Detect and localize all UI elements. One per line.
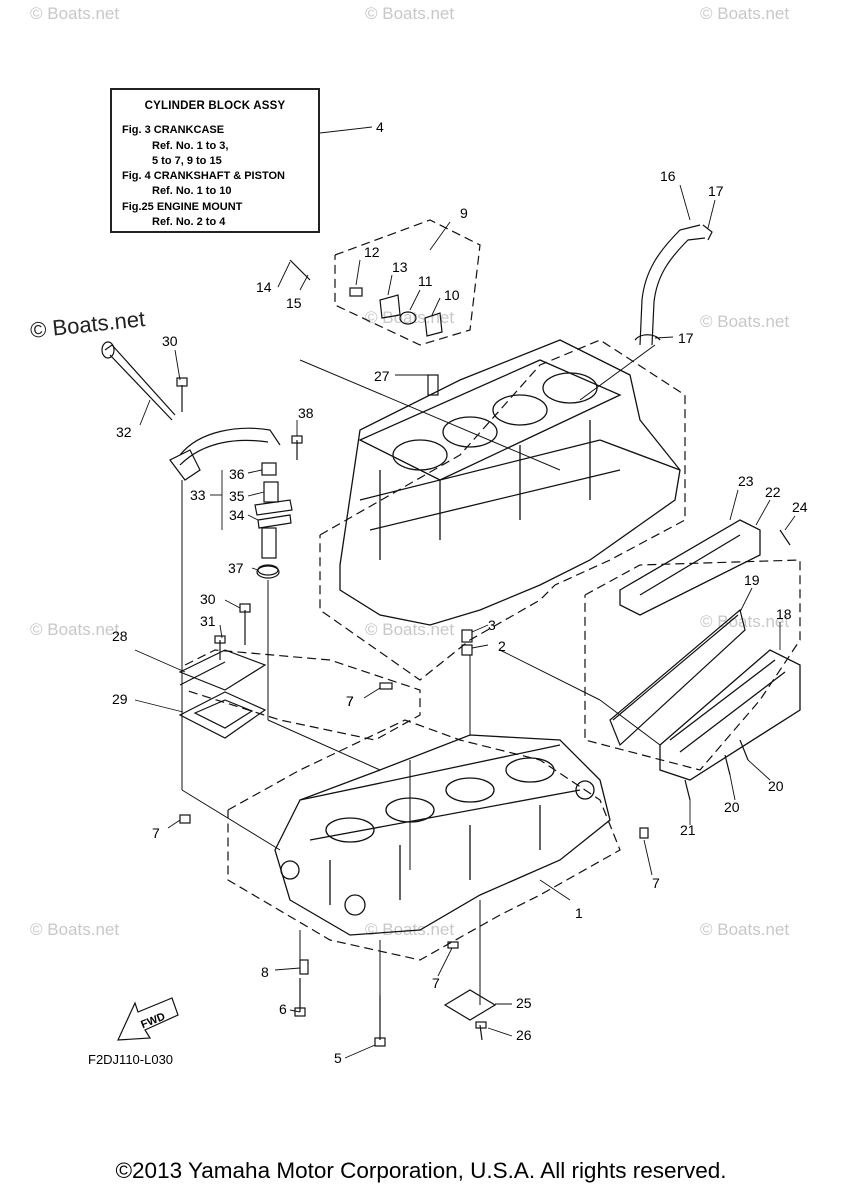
- callout-label: 9: [460, 205, 468, 221]
- callout-label: 34: [229, 507, 245, 523]
- callout-label: 10: [444, 287, 460, 303]
- pipe-joint-parts: [254, 462, 293, 576]
- note-line: Ref. No. 2 to 4: [152, 216, 226, 228]
- note-title: CYLINDER BLOCK ASSY: [144, 100, 286, 112]
- callout-label: 30: [200, 591, 216, 607]
- callout-label: 16: [660, 168, 676, 184]
- guide-tube: [169, 427, 281, 481]
- callout-label: 18: [776, 606, 792, 622]
- bolts: [176, 259, 791, 1047]
- callout-label: 37: [228, 560, 244, 576]
- leader-lines: [134, 126, 796, 1059]
- bracket-gasket: [178, 691, 267, 739]
- group-outline-upper-block: [319, 339, 686, 681]
- watermark: © Boats.net: [30, 920, 120, 939]
- dipstick: [101, 341, 176, 421]
- group-outline-thermo: [334, 219, 481, 346]
- callout-label: 13: [392, 259, 408, 275]
- callout-label: 38: [298, 405, 314, 421]
- watermark: © Boats.net: [700, 920, 790, 939]
- cylinder-block: [339, 339, 681, 626]
- callout-label: 3: [488, 617, 496, 633]
- callout-label: 25: [516, 995, 532, 1011]
- callout-label: 11: [418, 273, 433, 289]
- watermark: © Boats.net: [365, 4, 455, 23]
- side-cover-gasket: [609, 608, 746, 747]
- callout-label: 8: [261, 964, 269, 980]
- callout-label: 29: [112, 691, 128, 707]
- callout-label: 5: [334, 1050, 342, 1066]
- callout-label: 7: [346, 693, 354, 709]
- watermark: © Boats.net: [365, 920, 455, 939]
- note-line: Ref. No. 1 to 10: [152, 185, 232, 197]
- group-outline-bracket: [184, 649, 421, 741]
- hose-clamps: [634, 224, 713, 341]
- callout-label: 7: [152, 825, 160, 841]
- callout-label: 22: [765, 484, 781, 500]
- watermark: © Boats.net: [365, 308, 455, 327]
- callout-label: 7: [432, 975, 440, 991]
- callout-label: 20: [724, 799, 740, 815]
- fwd-label: FWD: [139, 1011, 167, 1032]
- callout-label: 27: [374, 368, 390, 384]
- note-line: Fig. 4 CRANKSHAFT & PISTON: [122, 170, 285, 182]
- callout-label: 21: [680, 822, 696, 838]
- watermark: © Boats.net: [30, 620, 120, 639]
- callout-label: 6: [279, 1001, 287, 1017]
- callout-label: 23: [738, 473, 754, 489]
- group-outline-side-cover: [584, 559, 801, 771]
- callout-label: 12: [364, 244, 380, 260]
- engine-mount-bracket: [443, 989, 497, 1021]
- thermostat-parts: [349, 287, 443, 337]
- watermark: © Boats.net: [700, 612, 790, 631]
- breather-hose: [639, 224, 706, 346]
- bracket-plate: [178, 649, 267, 691]
- callout-label: 28: [112, 628, 128, 644]
- note-line: Fig. 3 CRANKCASE: [122, 124, 225, 136]
- callout-label: 35: [229, 488, 245, 504]
- callout-label: 17: [678, 330, 694, 346]
- watermark: © Boats.net: [700, 312, 790, 331]
- note-line: Ref. No. 1 to 3,: [152, 140, 229, 152]
- watermark: © Boats.net: [30, 4, 120, 23]
- dowel-pins: [179, 374, 649, 975]
- callout-label: 4: [376, 119, 384, 135]
- callout-label: 1: [575, 905, 583, 921]
- crankcase: [274, 734, 611, 936]
- callout-label: 7: [346, 693, 354, 709]
- callout-label: 32: [116, 424, 132, 440]
- top-cover: [619, 519, 761, 616]
- callout-label: 7: [652, 875, 660, 891]
- fwd-arrow-icon: [117, 997, 179, 1041]
- note-line: 5 to 7, 9 to 15: [152, 155, 222, 167]
- callout-label: 19: [744, 572, 760, 588]
- reference-lines: [181, 344, 661, 1005]
- callout-label: 2: [498, 638, 506, 654]
- callout-label: 20: [768, 778, 784, 794]
- callout-label: 17: [708, 183, 724, 199]
- copyright-notice: ©2013 Yamaha Motor Corporation, U.S.A. A…: [115, 1158, 727, 1183]
- figure-code: F2DJ110-L030: [88, 1052, 174, 1067]
- callout-label: 14: [256, 279, 272, 295]
- callout-labels: 1 2 3 4 5 6 7 7 7 7 7 8 9 10 11 12 13 14…: [112, 119, 808, 1066]
- o-ring: [256, 565, 280, 579]
- callout-label: 33: [190, 487, 206, 503]
- note-line: Fig.25 ENGINE MOUNT: [122, 201, 243, 213]
- side-cover: [659, 649, 801, 781]
- callout-label: 36: [229, 466, 245, 482]
- watermark: © Boats.net: [700, 4, 790, 23]
- callout-label: 30: [162, 333, 178, 349]
- group-outline-lower-case: [227, 719, 621, 961]
- callout-label: 31: [200, 613, 216, 629]
- assembly-note-box: CYLINDER BLOCK ASSY Fig. 3 CRANKCASE Ref…: [110, 88, 320, 233]
- callout-label: 15: [286, 295, 302, 311]
- callout-label: 26: [516, 1027, 532, 1043]
- callout-label: 24: [792, 499, 808, 515]
